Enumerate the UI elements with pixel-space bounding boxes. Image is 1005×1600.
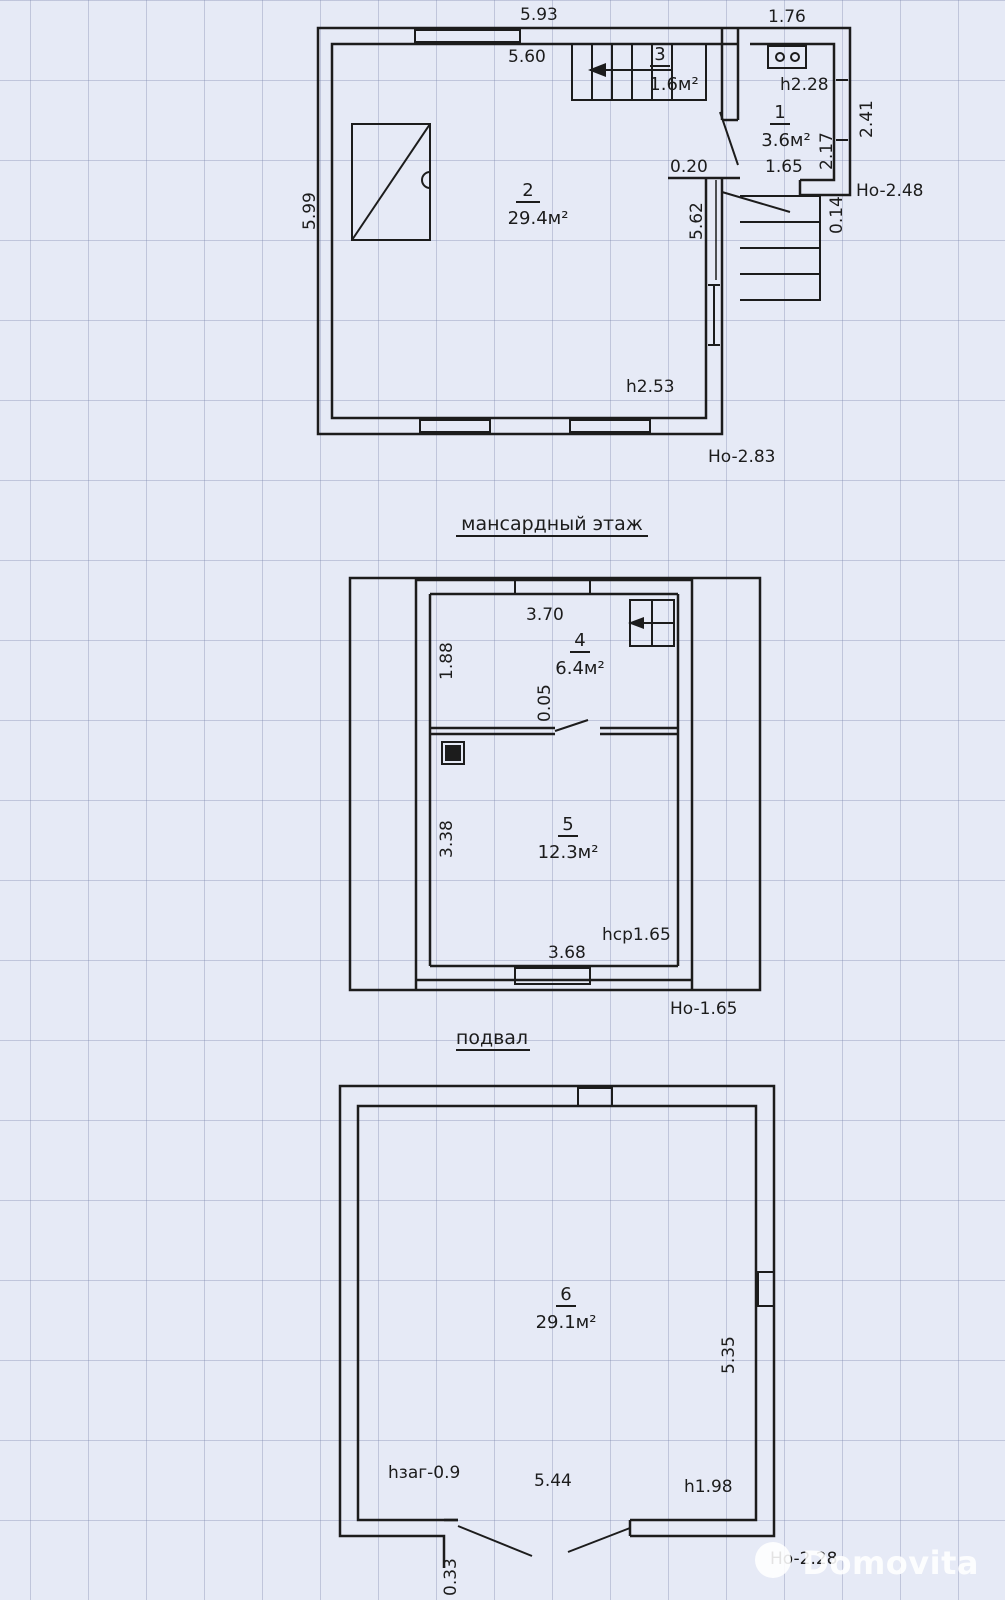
dim-vest-height-outer: 2.41 (857, 100, 877, 138)
room-6-area: 29.1м² (536, 1312, 597, 1333)
mark-main: Ho-2.83 (708, 447, 776, 467)
attic-door (554, 719, 589, 732)
basement-height: h1.98 (684, 1477, 733, 1497)
dim-step: 0.14 (827, 196, 847, 234)
dim-vest-inner-width: 1.65 (765, 157, 803, 177)
dim-left: 5.99 (300, 192, 320, 230)
basement-door (457, 1525, 631, 1557)
chimney-icon (441, 741, 465, 765)
attic-height-avg: hcp1.65 (602, 925, 671, 945)
height-vestibule: h2.28 (780, 75, 829, 95)
room-2-number: 2 (522, 180, 533, 201)
room-4-area: 6.4м² (555, 658, 604, 679)
watermark-text: Domovita (802, 1544, 979, 1582)
attic-dim-top: 3.70 (526, 605, 564, 625)
room-2-area: 29.4м² (508, 208, 569, 229)
dim-vest-width: 1.76 (768, 7, 806, 27)
basement-dim-step: 0.33 (441, 1558, 461, 1596)
room-3-area: 1.6м² (649, 74, 698, 95)
dim-partition: 0.20 (670, 157, 708, 177)
stair-arrow-icon (588, 63, 606, 77)
room-5-area: 12.3м² (538, 842, 599, 863)
attic-windows (514, 577, 591, 985)
room-1-area: 3.6м² (761, 130, 810, 151)
dim-top-inner: 5.60 (508, 47, 546, 67)
room-4-number: 4 (574, 630, 585, 651)
basement-depth: hзаг-0.9 (388, 1463, 460, 1483)
floor1-windows (414, 28, 851, 434)
floor1-door (719, 111, 739, 166)
floor1-inner-stair (571, 44, 707, 101)
basement-windows (577, 1087, 775, 1307)
mark-vestibule: Ho-2.48 (856, 181, 924, 201)
attic-dim-partition: 0.05 (535, 684, 555, 722)
dim-vest-height-inner: 2.17 (817, 132, 837, 170)
attic-dim-bottom: 3.68 (548, 943, 586, 963)
stove-icon (767, 45, 807, 69)
attic-dim-left-upper: 1.88 (437, 642, 457, 680)
room-3-number: 3 (654, 44, 665, 65)
height-main: h2.53 (626, 377, 675, 397)
attic-mark: Ho-1.65 (670, 999, 738, 1019)
basement-dim-width: 5.44 (534, 1471, 572, 1491)
attic-stair-arrow-icon (628, 617, 644, 629)
room-5-number: 5 (562, 814, 573, 835)
bath-icon (351, 123, 431, 241)
floor1-external-steps (721, 191, 821, 301)
floor1-walls (316, 26, 852, 436)
dim-right-inner: 5.62 (687, 202, 707, 240)
attic-dim-left-lower: 3.38 (437, 820, 457, 858)
attic-walls (348, 576, 762, 992)
room-6-number: 6 (560, 1284, 571, 1305)
room-1-number: 1 (774, 102, 785, 123)
basement-dim-height: 5.35 (719, 1336, 739, 1374)
attic-caption: мансардный этаж (461, 513, 643, 535)
domovita-logo-icon (755, 1542, 791, 1578)
basement-caption: подвал (456, 1027, 528, 1049)
dim-top-outer: 5.93 (520, 5, 558, 25)
